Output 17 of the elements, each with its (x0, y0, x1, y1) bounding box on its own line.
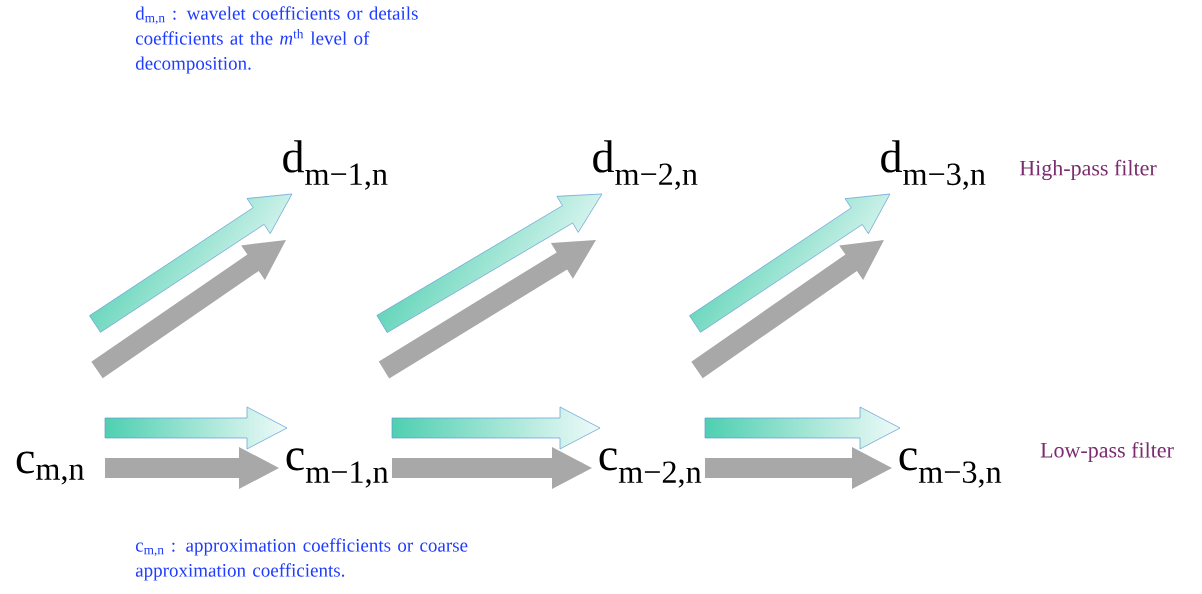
coefficient-symbol: d$_{m−1,n}$ (283, 140, 388, 190)
block-arrow (704, 406, 901, 489)
block-arrow (104, 406, 288, 489)
filter-label: Low-pass filter (1040, 441, 1174, 463)
coefficient-symbol: c$_{m−3,n}$ (899, 448, 1002, 488)
block-arrow (689, 193, 891, 379)
note-text: d$_{m,n}$ : wavelet coefficients or details coefficients at the m$^{th}$ level of decomposition. (135, 6, 418, 74)
coefficient-symbol: d$_{m−3,n}$ (881, 140, 986, 190)
coefficient-symbol: c$_{m,n}$ (16, 451, 85, 485)
coefficient-symbol: c$_{m−2,n}$ (599, 448, 702, 488)
block-arrow (89, 193, 293, 379)
block-arrow (376, 193, 603, 379)
filter-label: High-pass filter (1019, 159, 1157, 181)
note-text: c$_{m,n}$ : approximation coefficients or coarse approximation coefficients. (135, 538, 468, 581)
coefficient-symbol: c$_{m−1,n}$ (286, 448, 389, 488)
coefficient-symbol: d$_{m−2,n}$ (593, 140, 698, 190)
block-arrow (391, 406, 601, 489)
